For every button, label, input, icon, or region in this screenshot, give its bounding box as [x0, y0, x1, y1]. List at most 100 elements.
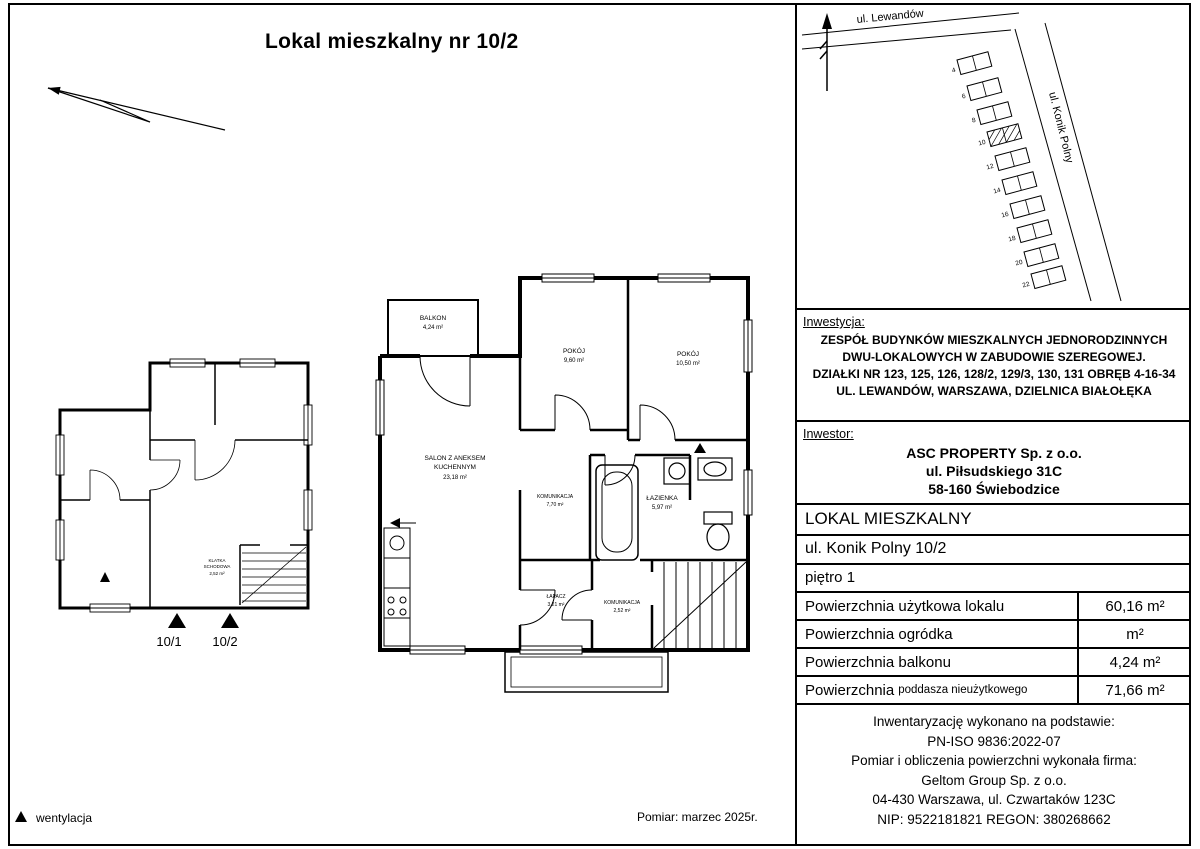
- washer-icon: [663, 457, 691, 485]
- area-label: Powierzchnia ogródka: [797, 621, 1077, 647]
- unit-left-label: 10/1: [156, 634, 181, 649]
- plot-number: 12: [986, 163, 995, 172]
- floor-plan-drawing: BALKON 4,24 m² POKÓJ 9,60 m² POKÓJ 10,50…: [375, 273, 753, 693]
- survey-line: Geltom Group Sp. z o.o.: [921, 772, 1067, 788]
- survey-section: Inwentaryzację wykonano na podstawie: PN…: [797, 705, 1191, 846]
- measurement-date: Pomiar: marzec 2025r.: [637, 810, 758, 824]
- overview-windows: [55, 358, 313, 613]
- room-komunikacja2-label: KOMUNIKACJA: [604, 600, 641, 606]
- overview-stairs-icon: [241, 546, 307, 604]
- building-footprint: 20: [1015, 243, 1060, 267]
- investor-line: 58-160 Świebodzice: [928, 481, 1060, 497]
- area-label: Powierzchnia poddasza nieużytkowego: [797, 677, 1077, 703]
- entrance-marker-unit2-icon: [221, 613, 239, 628]
- area-row-garden: Powierzchnia ogródka m²: [797, 621, 1191, 649]
- area-label-text: Powierzchnia balkonu: [805, 653, 951, 671]
- building-footprint: 8: [971, 101, 1013, 126]
- room-komunikacja2-area: 2,52 m²: [614, 608, 631, 614]
- ventilation-legend-icon: [15, 811, 27, 822]
- entrance-marker-unit1-icon: [168, 613, 186, 628]
- stairwell-area: 2,52 m²: [209, 571, 225, 576]
- area-value: 60,16 m²: [1077, 593, 1191, 619]
- info-panel: ul. Lewandów ul. Konik Polny 4 6 8 10: [795, 3, 1191, 846]
- overview-vent-marker-icon: [100, 572, 110, 582]
- investment-label: Inwestycja:: [803, 315, 865, 329]
- terrace-outline: [504, 651, 669, 693]
- investment-line: DWU-LOKALOWYCH W ZABUDOWIE SZEREGOWEJ.: [842, 350, 1146, 364]
- stairwell-label: KLATKA: [209, 558, 226, 563]
- bathtub-icon: [595, 464, 639, 561]
- room-lapacz-label: ŁAPACZ: [546, 594, 565, 600]
- street-lines: [801, 12, 1122, 302]
- room-pokoj2-label: POKÓJ: [677, 349, 699, 358]
- building-footprint: 12: [986, 147, 1031, 172]
- building-footprint: 18: [1008, 219, 1053, 244]
- investor-section: Inwestor: ASC PROPERTY Sp. z o.o. ul. Pi…: [797, 422, 1191, 505]
- investor-line: ASC PROPERTY Sp. z o.o.: [906, 445, 1082, 461]
- kitchen-counter-icon: [383, 527, 411, 647]
- investment-line: UL. LEWANDÓW, WARSZAWA, DZIELNICA BIAŁOŁ…: [836, 384, 1152, 398]
- investment-line: ZESPÓŁ BUDYNKÓW MIESZKALNYCH JEDNORODZIN…: [820, 333, 1168, 347]
- overview-plan-drawing: KLATKA SCHODOWA 2,52 m² 10/1 10/2: [55, 358, 313, 649]
- page-frame: [8, 3, 1191, 846]
- area-row-attic: Powierzchnia poddasza nieużytkowego 71,6…: [797, 677, 1191, 705]
- building-footprint: 22: [1022, 265, 1067, 290]
- survey-line: Pomiar i obliczenia powierzchni wykonała…: [851, 753, 1137, 768]
- room-balkon-label: BALKON: [420, 315, 447, 322]
- area-label: Powierzchnia balkonu: [797, 649, 1077, 675]
- room-salon-label2: KUCHENNYM: [434, 464, 476, 471]
- investment-section: Inwestycja: ZESPÓŁ BUDYNKÓW MIESZKALNYCH…: [797, 310, 1191, 422]
- room-pokoj1-area: 9,60 m²: [564, 358, 584, 364]
- survey-line: NIP: 9522181821 REGON: 380268662: [877, 811, 1111, 827]
- door-arcs: [419, 355, 676, 626]
- north-arrow-icon: [47, 86, 226, 131]
- plot-number: 10: [978, 139, 987, 148]
- survey-line: 04-430 Warszawa, ul. Czwartaków 123C: [872, 792, 1116, 807]
- area-row-balcony: Powierzchnia balkonu 4,24 m²: [797, 649, 1191, 677]
- plot-number: 22: [1022, 281, 1031, 290]
- room-balkon-area: 4,24 m²: [423, 325, 443, 331]
- area-value: m²: [1077, 621, 1191, 647]
- vent-marker-icon: [390, 443, 706, 528]
- room-salon-area: 23,18 m²: [443, 475, 467, 481]
- toilet-icon: [703, 511, 733, 551]
- room-lapacz-area: 3,21 m²: [548, 602, 565, 608]
- plot-number: 4: [951, 67, 957, 75]
- area-label-text: Powierzchnia ogródka: [805, 625, 953, 643]
- building-footprint-highlighted: 10: [978, 123, 1023, 148]
- area-label-text: Powierzchnia: [805, 681, 895, 699]
- building-footprint: 4: [951, 51, 993, 76]
- area-label-small: poddasza nieużytkowego: [898, 684, 1028, 696]
- building-footprint: 14: [993, 171, 1038, 196]
- survey-line: PN-ISO 9836:2022-07: [927, 733, 1061, 749]
- overview-door-arcs: [89, 439, 236, 501]
- stairwell-label2: SCHODOWA: [204, 564, 231, 569]
- room-komunikacja1-label: KOMUNIKACJA: [537, 494, 574, 500]
- room-lazienka-label: ŁAZIENKA: [646, 495, 678, 502]
- area-label: Powierzchnia użytkowa lokalu: [797, 593, 1077, 619]
- area-value: 4,24 m²: [1077, 649, 1191, 675]
- room-pokoj1-label: POKÓJ: [563, 346, 585, 355]
- unit-address-row: ul. Konik Polny 10/2: [797, 536, 1191, 565]
- area-label-text: Powierzchnia użytkowa lokalu: [805, 597, 1005, 615]
- room-lazienka-area: 5,97 m²: [652, 505, 672, 511]
- sink-icon: [697, 457, 733, 481]
- page-title: Lokal mieszkalny nr 10/2: [265, 30, 519, 53]
- overview-exterior-walls: [58, 361, 310, 610]
- overview-interior-walls: [60, 363, 308, 608]
- investment-line: DZIAŁKI NR 123, 125, 126, 128/2, 129/3, …: [812, 367, 1176, 381]
- area-value: 71,66 m²: [1077, 677, 1191, 703]
- plot-number: 18: [1008, 235, 1017, 244]
- plot-number: 8: [971, 117, 977, 125]
- plot-number: 6: [961, 93, 967, 101]
- room-pokoj2-area: 10,50 m²: [676, 361, 700, 367]
- investor-line: ul. Piłsudskiego 31C: [925, 463, 1063, 479]
- interior-walls: [518, 278, 748, 650]
- site-map-section: ul. Lewandów ul. Konik Polny 4 6 8 10: [797, 3, 1191, 310]
- building-footprint: 6: [961, 77, 1003, 102]
- area-row-usable: Powierzchnia użytkowa lokalu 60,16 m²: [797, 593, 1191, 621]
- plot-number: 14: [993, 187, 1002, 196]
- site-map-drawing: ul. Lewandów ul. Konik Polny 4 6 8 10: [801, 8, 1122, 302]
- plot-number: 16: [1001, 211, 1010, 220]
- site-north-arrow-icon: [819, 21, 828, 91]
